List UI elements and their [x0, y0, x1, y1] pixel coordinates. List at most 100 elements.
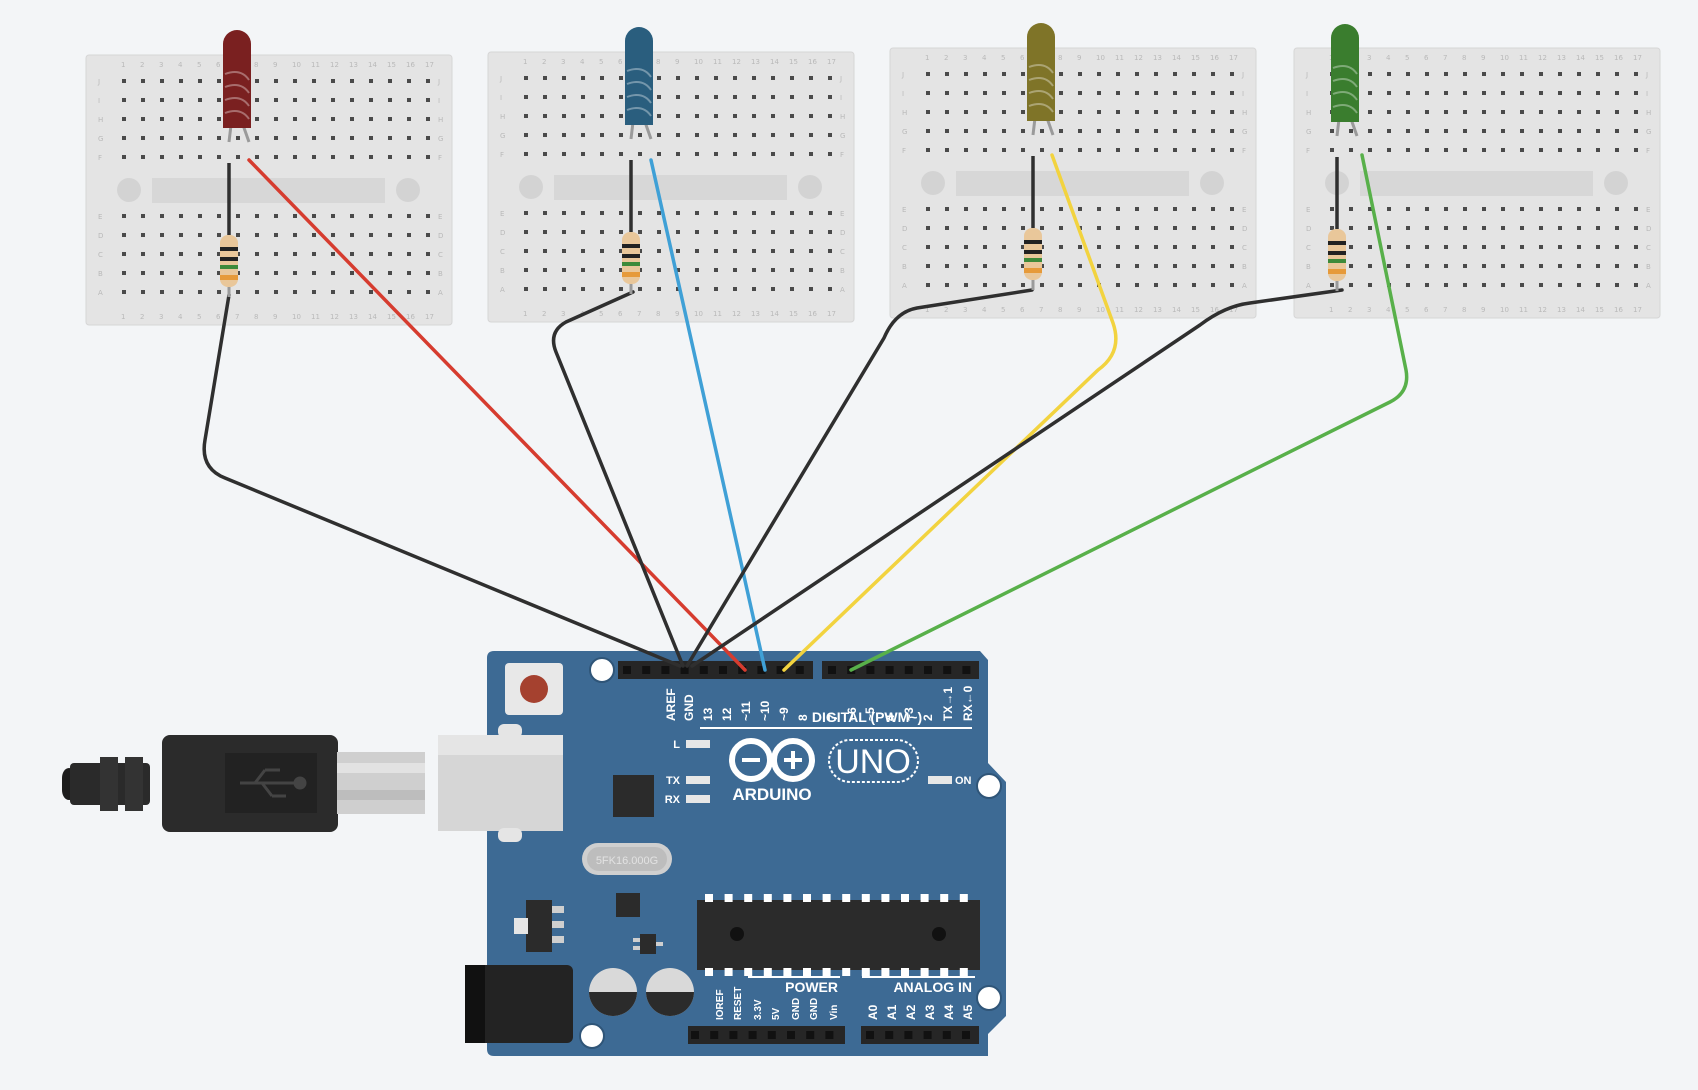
- breadboard-hole[interactable]: [752, 287, 756, 291]
- breadboard-hole[interactable]: [1444, 72, 1448, 76]
- breadboard-hole[interactable]: [1596, 72, 1600, 76]
- breadboard-hole[interactable]: [790, 95, 794, 99]
- breadboard-hole[interactable]: [581, 249, 585, 253]
- breadboard-hole[interactable]: [426, 290, 430, 294]
- breadboard-hole[interactable]: [964, 91, 968, 95]
- breadboard-hole[interactable]: [771, 152, 775, 156]
- breadboard-hole[interactable]: [198, 117, 202, 121]
- breadboard-hole[interactable]: [1330, 226, 1334, 230]
- breadboard-hole[interactable]: [1501, 91, 1505, 95]
- breadboard-hole[interactable]: [1021, 245, 1025, 249]
- breadboard-hole[interactable]: [926, 129, 930, 133]
- breadboard-hole[interactable]: [1192, 283, 1196, 287]
- breadboard-hole[interactable]: [369, 117, 373, 121]
- breadboard-hole[interactable]: [983, 72, 987, 76]
- breadboard-hole[interactable]: [1425, 91, 1429, 95]
- breadboard-hole[interactable]: [255, 290, 259, 294]
- breadboard-hole[interactable]: [828, 152, 832, 156]
- breadboard-hole[interactable]: [179, 233, 183, 237]
- breadboard-hole[interactable]: [1154, 72, 1158, 76]
- breadboard-hole[interactable]: [581, 287, 585, 291]
- breadboard-hole[interactable]: [1040, 148, 1044, 152]
- breadboard-hole[interactable]: [1577, 207, 1581, 211]
- breadboard-hole[interactable]: [141, 98, 145, 102]
- breadboard-hole[interactable]: [1059, 72, 1063, 76]
- breadboard-hole[interactable]: [945, 207, 949, 211]
- breadboard-hole[interactable]: [1368, 264, 1372, 268]
- breadboard-hole[interactable]: [524, 211, 528, 215]
- breadboard-hole[interactable]: [1097, 207, 1101, 211]
- breadboard-hole[interactable]: [1615, 91, 1619, 95]
- breadboard-hole[interactable]: [1463, 148, 1467, 152]
- breadboard-hole[interactable]: [983, 264, 987, 268]
- breadboard-hole[interactable]: [562, 287, 566, 291]
- breadboard-hole[interactable]: [695, 287, 699, 291]
- breadboard-hole[interactable]: [312, 79, 316, 83]
- breadboard-hole[interactable]: [198, 136, 202, 140]
- breadboard-hole[interactable]: [122, 136, 126, 140]
- breadboard-hole[interactable]: [1501, 207, 1505, 211]
- breadboard-hole[interactable]: [657, 211, 661, 215]
- breadboard-hole[interactable]: [198, 252, 202, 256]
- breadboard-hole[interactable]: [695, 152, 699, 156]
- breadboard-hole[interactable]: [122, 214, 126, 218]
- breadboard-hole[interactable]: [217, 98, 221, 102]
- breadboard-hole[interactable]: [255, 117, 259, 121]
- breadboard-hole[interactable]: [1539, 226, 1543, 230]
- breadboard-hole[interactable]: [1406, 110, 1410, 114]
- breadboard-hole[interactable]: [1116, 283, 1120, 287]
- breadboard-hole[interactable]: [1097, 245, 1101, 249]
- breadboard-hole[interactable]: [1501, 129, 1505, 133]
- breadboard-hole[interactable]: [1230, 72, 1234, 76]
- breadboard-hole[interactable]: [1387, 91, 1391, 95]
- breadboard-hole[interactable]: [1135, 72, 1139, 76]
- breadboard-hole[interactable]: [1021, 207, 1025, 211]
- breadboard-hole[interactable]: [1482, 148, 1486, 152]
- breadboard-hole[interactable]: [562, 76, 566, 80]
- breadboard-hole[interactable]: [790, 211, 794, 215]
- breadboard-hole[interactable]: [1387, 129, 1391, 133]
- breadboard-hole[interactable]: [1059, 110, 1063, 114]
- breadboard-hole[interactable]: [293, 271, 297, 275]
- breadboard-hole[interactable]: [828, 114, 832, 118]
- breadboard-hole[interactable]: [657, 249, 661, 253]
- breadboard-hole[interactable]: [217, 117, 221, 121]
- breadboard-hole[interactable]: [426, 79, 430, 83]
- breadboard-hole[interactable]: [1387, 72, 1391, 76]
- breadboard-hole[interactable]: [1577, 283, 1581, 287]
- breadboard-hole[interactable]: [1059, 148, 1063, 152]
- breadboard-hole[interactable]: [388, 214, 392, 218]
- breadboard-hole[interactable]: [638, 133, 642, 137]
- breadboard-hole[interactable]: [388, 117, 392, 121]
- breadboard-hole[interactable]: [1577, 148, 1581, 152]
- breadboard-hole[interactable]: [369, 233, 373, 237]
- breadboard-hole[interactable]: [638, 211, 642, 215]
- breadboard-hole[interactable]: [1097, 91, 1101, 95]
- breadboard-hole[interactable]: [562, 211, 566, 215]
- breadboard-hole[interactable]: [714, 249, 718, 253]
- breadboard-hole[interactable]: [1482, 283, 1486, 287]
- breadboard-hole[interactable]: [1192, 148, 1196, 152]
- breadboard-hole[interactable]: [388, 155, 392, 159]
- breadboard-hole[interactable]: [407, 233, 411, 237]
- breadboard-hole[interactable]: [179, 136, 183, 140]
- breadboard-hole[interactable]: [1406, 91, 1410, 95]
- breadboard-hole[interactable]: [619, 268, 623, 272]
- breadboard-hole[interactable]: [293, 117, 297, 121]
- breadboard-hole[interactable]: [1501, 148, 1505, 152]
- breadboard-hole[interactable]: [1520, 283, 1524, 287]
- breadboard-hole[interactable]: [1596, 207, 1600, 211]
- breadboard-hole[interactable]: [1463, 91, 1467, 95]
- breadboard-hole[interactable]: [964, 207, 968, 211]
- breadboard-hole[interactable]: [790, 133, 794, 137]
- breadboard-hole[interactable]: [1135, 226, 1139, 230]
- breadboard-hole[interactable]: [714, 287, 718, 291]
- breadboard-hole[interactable]: [1596, 264, 1600, 268]
- breadboard-hole[interactable]: [1154, 283, 1158, 287]
- breadboard-hole[interactable]: [1520, 264, 1524, 268]
- breadboard-hole[interactable]: [1577, 129, 1581, 133]
- breadboard-hole[interactable]: [1577, 245, 1581, 249]
- breadboard-hole[interactable]: [714, 133, 718, 137]
- breadboard-hole[interactable]: [1463, 245, 1467, 249]
- breadboard-hole[interactable]: [274, 117, 278, 121]
